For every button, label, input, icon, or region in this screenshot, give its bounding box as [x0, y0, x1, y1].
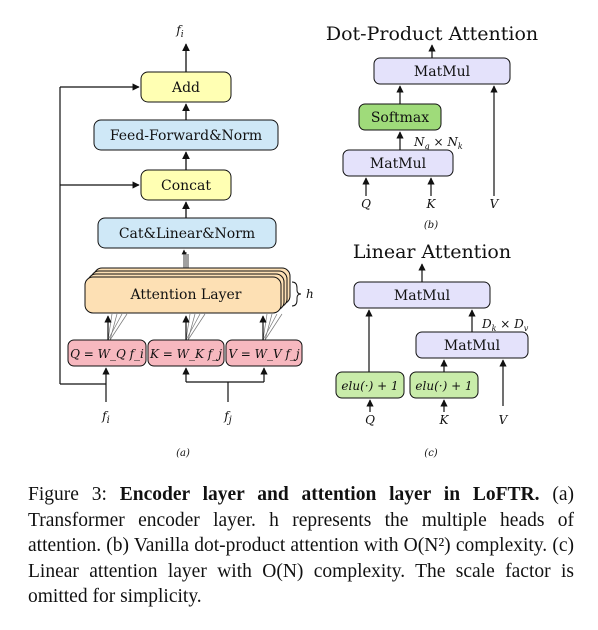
caption-bold-title: Encoder layer and attention layer in LoF…	[119, 484, 540, 505]
caption-prefix: Figure 3:	[28, 484, 120, 505]
k-fan-lines	[185, 313, 206, 341]
matmul-bottom-label-c: MatMul	[444, 338, 501, 354]
panel-c: Linear Attention MatMul Dk × Dv MatMul e…	[335, 241, 529, 459]
q-label-b: Q	[361, 197, 371, 211]
softmax-box	[358, 103, 442, 131]
heads-label: h	[306, 287, 314, 301]
elu-q-label: elu(·) + 1	[341, 379, 398, 393]
v-box	[225, 339, 303, 367]
add-label: Add	[171, 80, 200, 96]
matmul-bottom-box-c	[415, 331, 529, 359]
elu-k-label: elu(·) + 1	[415, 379, 472, 393]
add-box	[140, 71, 232, 103]
k-label-c: K	[439, 413, 450, 427]
figure-diagram: fi Add Feed-Forward&Norm Concat Cat&Line…	[59, 23, 538, 459]
k-box	[147, 339, 225, 367]
matmul-bottom-label-b: MatMul	[370, 156, 427, 172]
dims-label-b: Nq × Nk	[413, 135, 463, 151]
feed-forward-box	[93, 119, 279, 151]
panel-a-sublabel: (a)	[176, 448, 190, 459]
matmul-top-label-b: MatMul	[414, 64, 471, 80]
panel-b-sublabel: (b)	[424, 220, 438, 231]
matmul-top-label-c: MatMul	[394, 288, 451, 304]
dims-label-c: Dk × Dv	[481, 317, 529, 333]
q-box	[67, 339, 147, 367]
q-fan-lines	[107, 313, 128, 341]
elu-k-box	[409, 371, 479, 399]
q-box-label: Q = W_Q f_i	[70, 347, 144, 361]
v-box-label: V = W_V f_j	[228, 347, 300, 361]
cat-linear-box	[97, 217, 277, 249]
panel-b-title: Dot-Product Attention	[326, 23, 538, 45]
matmul-top-box-c	[353, 281, 491, 309]
figure-caption: Figure 3: Encoder layer and attention la…	[28, 482, 574, 610]
input-fj-label: fj	[223, 409, 232, 426]
matmul-bottom-box-b	[342, 149, 454, 177]
q-label-c: Q	[365, 413, 375, 427]
panel-c-title: Linear Attention	[353, 241, 511, 263]
cat-linear-label: Cat&Linear&Norm	[119, 226, 255, 242]
panel-c-sublabel: (c)	[424, 448, 438, 459]
softmax-label: Softmax	[371, 110, 429, 126]
caption-text: (a) Transformer encoder layer. h represe…	[28, 484, 574, 607]
panel-a: fi Add Feed-Forward&Norm Concat Cat&Line…	[59, 23, 314, 459]
concat-box	[140, 169, 232, 201]
panel-b: Dot-Product Attention MatMul Softmax Nq …	[326, 23, 538, 231]
attention-layer-label: Attention Layer	[130, 287, 242, 303]
feed-forward-label: Feed-Forward&Norm	[110, 128, 262, 144]
v-label-c: V	[499, 413, 509, 427]
concat-label: Concat	[161, 178, 211, 194]
output-fi-label: fi	[175, 23, 183, 40]
v-fan-lines	[262, 313, 283, 341]
k-box-label: K = W_K f_j	[149, 347, 222, 361]
v-label-b: V	[490, 197, 500, 211]
elu-q-box	[335, 371, 405, 399]
input-fi-label: fi	[101, 409, 110, 426]
k-label-b: K	[426, 197, 437, 211]
attention-layer-box	[84, 276, 282, 314]
matmul-top-box-b	[373, 57, 511, 85]
